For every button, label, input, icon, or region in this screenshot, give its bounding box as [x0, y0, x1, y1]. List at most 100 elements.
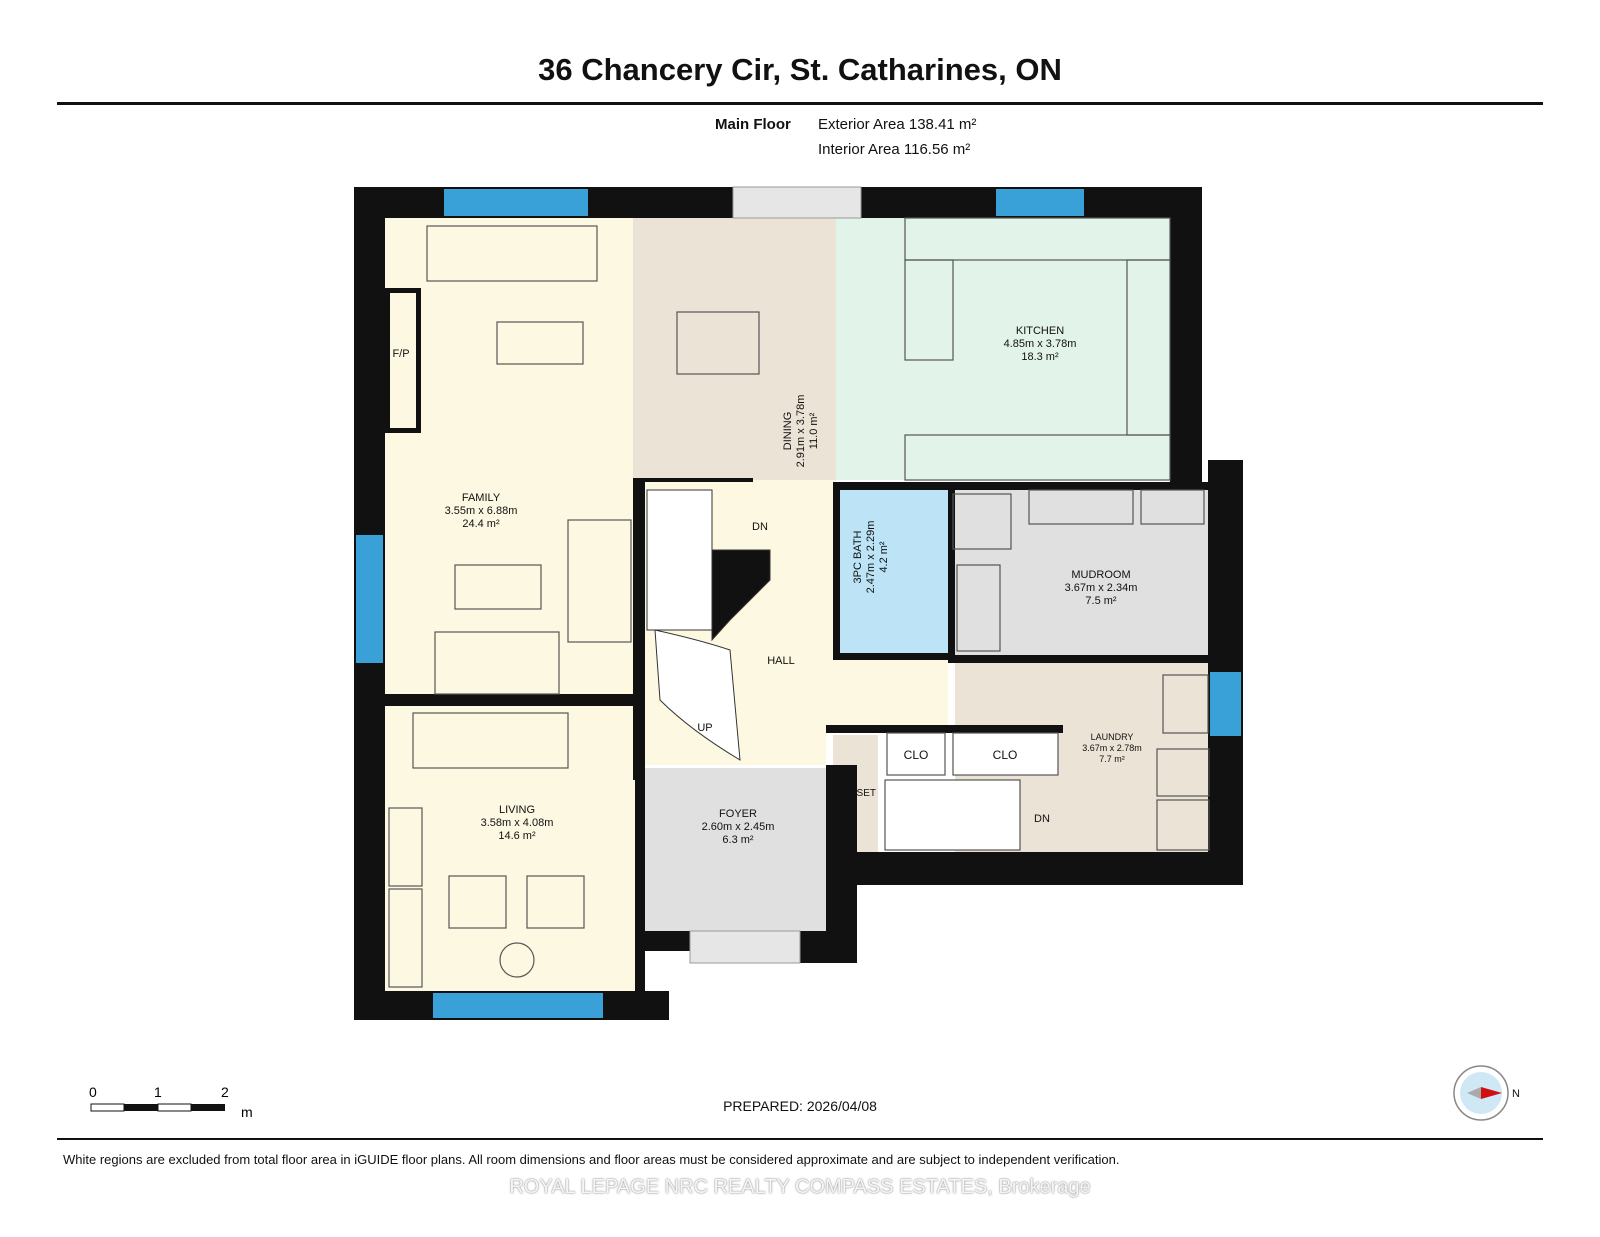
- mudroom-area: 7.5 m²: [1085, 595, 1117, 607]
- bath-label-group: 3PC BATH 2.47m x 2.29m 4.2 m²: [852, 521, 890, 594]
- stair-down-laundry: [884, 779, 1021, 851]
- bath-name: 3PC BATH: [852, 530, 864, 583]
- fixtures: [388, 217, 1210, 988]
- living-shelf-2: [388, 888, 423, 988]
- scale-tick-1: 1: [154, 1084, 162, 1100]
- living-room-fill: [385, 706, 635, 991]
- scale-bar-segment-4: [191, 1104, 225, 1111]
- family-area: 24.4 m²: [462, 518, 500, 530]
- scale-unit: m: [241, 1104, 253, 1120]
- mudroom-fill: [955, 490, 1208, 655]
- front-door-foyer: [689, 930, 801, 964]
- wall-south-laundry: [826, 852, 1243, 885]
- wall-bath-south: [833, 653, 948, 660]
- dining-name: DINING: [782, 412, 794, 451]
- page-title: 36 Chancery Cir, St. Catharines, ON: [538, 52, 1062, 87]
- clo-2-label: CLO: [993, 748, 1018, 762]
- compass-icon: N: [1453, 1065, 1520, 1121]
- family-sofa-south: [434, 631, 560, 695]
- foyer-fill: [645, 768, 827, 931]
- dining-dims: 2.91m x 3.78m: [795, 395, 807, 468]
- living-chair-2: [526, 875, 585, 929]
- bath-dims: 2.47m x 2.29m: [865, 521, 877, 594]
- stair-curved-wall: [711, 549, 771, 642]
- wall-foyer-east: [826, 765, 857, 963]
- family-sofa-north: [426, 225, 598, 282]
- footer-divider: [57, 1138, 1543, 1140]
- bath-area: 4.2 m²: [878, 541, 890, 573]
- stair-up-label: UP: [697, 722, 712, 734]
- kitchen-area: 18.3 m²: [1021, 351, 1059, 363]
- living-shelf-1: [388, 807, 423, 887]
- wall-family-living: [385, 694, 635, 706]
- foyer-name: FOYER: [719, 808, 757, 820]
- stair-down-main: [646, 489, 713, 631]
- wall-foyer-south-left: [645, 931, 690, 951]
- title-divider: [57, 102, 1543, 105]
- bath-fill: [838, 490, 948, 655]
- window-family-west: [356, 535, 383, 663]
- wall-stair-core: [633, 480, 645, 780]
- window-living-south: [433, 993, 603, 1018]
- mudroom-name: MUDROOM: [1071, 569, 1130, 581]
- dining-room-fill: [633, 218, 836, 480]
- wall-mudroom-south: [948, 655, 1208, 663]
- stair-down-label-1: DN: [752, 521, 768, 533]
- interior-area: Interior Area 116.56 m²: [818, 141, 971, 158]
- living-chair-1: [448, 875, 507, 929]
- wall-east-kitchen: [1170, 187, 1202, 485]
- clo-2-box: [952, 732, 1059, 776]
- floor-name: Main Floor: [715, 116, 791, 133]
- room-fills: [385, 218, 1208, 991]
- counter-kitchen-south: [904, 434, 1171, 481]
- laundry-dims: 3.67m x 2.78m: [1082, 743, 1142, 753]
- family-coffee-table: [454, 564, 542, 610]
- disclaimer: White regions are excluded from total fl…: [63, 1152, 1120, 1167]
- foyer-dims: 2.60m x 2.45m: [702, 821, 775, 833]
- wall-clo-top: [826, 725, 1063, 733]
- wall-dining-south: [633, 478, 753, 482]
- wall-bath-west: [833, 482, 840, 660]
- living-name: LIVING: [499, 804, 535, 816]
- closet-label: CLOSET: [836, 788, 876, 799]
- dining-table: [676, 311, 760, 375]
- brokerage-watermark: ROYAL LEPAGE NRC REALTY COMPASS ESTATES,…: [509, 1176, 1091, 1198]
- clo-1-box: [886, 732, 946, 776]
- window-laundry-east: [1210, 672, 1241, 736]
- room-labels: FAMILY 3.55m x 6.88m 24.4 m² DINING 2.91…: [392, 325, 1141, 846]
- laundry-area: 7.7 m²: [1099, 754, 1125, 764]
- living-area: 14.6 m²: [498, 830, 536, 842]
- living-sofa: [412, 712, 569, 769]
- stair-down-label-2: DN: [1034, 813, 1050, 825]
- family-name: FAMILY: [462, 492, 501, 504]
- laundry-washer: [1156, 748, 1210, 797]
- clo-1-label: CLO: [904, 748, 929, 762]
- laundry-sink: [1162, 674, 1209, 734]
- exterior-area: Exterior Area 138.41 m²: [818, 116, 977, 133]
- foyer-area: 6.3 m²: [722, 834, 754, 846]
- wall-bath-east: [948, 482, 955, 662]
- windows: [356, 189, 1241, 1018]
- kitchen-fill: [836, 218, 1170, 480]
- prepared-date: PREPARED: 2026/04/08: [723, 1098, 877, 1114]
- mudroom-bench-2: [1140, 489, 1205, 525]
- dining-area: 11.0 m²: [808, 412, 820, 449]
- living-side-table: [499, 942, 535, 978]
- mudroom-bench-3: [956, 564, 1001, 652]
- living-dims: 3.58m x 4.08m: [481, 817, 554, 829]
- stairs: [646, 489, 1021, 851]
- mudroom-dims: 3.67m x 2.34m: [1065, 582, 1138, 594]
- bath-shower: [952, 493, 1012, 550]
- laundry-dryer: [1156, 799, 1210, 851]
- laundry-name: LAUNDRY: [1091, 732, 1134, 742]
- wall-bath-north: [833, 482, 1208, 490]
- window-family-north: [444, 189, 588, 216]
- window-kitchen-north: [996, 189, 1084, 216]
- mudroom-bench-1: [1028, 489, 1134, 525]
- scale-tick-2: 2: [221, 1084, 229, 1100]
- scale-tick-0: 0: [89, 1084, 97, 1100]
- family-room-fill: [385, 218, 633, 694]
- dining-label-group: DINING 2.91m x 3.78m 11.0 m²: [782, 395, 820, 468]
- family-sofa-east: [567, 519, 632, 643]
